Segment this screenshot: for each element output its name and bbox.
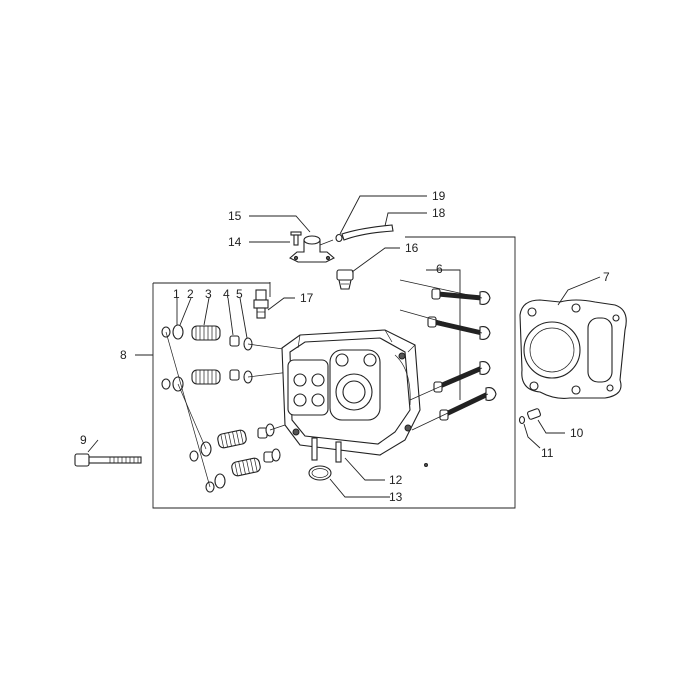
callout-12: 12 [389, 473, 403, 487]
callout-10: 10 [570, 426, 584, 440]
callout-13: 13 [389, 490, 403, 504]
screw-14 [290, 231, 302, 246]
studs [311, 437, 342, 463]
callout-5: 5 [236, 287, 243, 301]
head-gasket-7 [519, 299, 627, 399]
bolt-9 [74, 453, 142, 467]
hose-18 [341, 224, 394, 241]
callout-16: 16 [405, 241, 419, 255]
callout-9: 9 [80, 433, 87, 447]
washers-5 [243, 337, 281, 462]
cylinder-head-assembly-frame [135, 236, 516, 509]
valve-seals-4 [229, 335, 274, 463]
callout-4: 4 [223, 287, 230, 301]
thermostat-housing [289, 235, 335, 263]
o-ring-13 [308, 465, 332, 481]
callout-18: 18 [432, 206, 446, 220]
right-guide-lines [399, 279, 489, 431]
o-ring-19 [335, 233, 343, 243]
spring-retainers-2 [172, 324, 226, 489]
thermostat-16 [336, 269, 354, 290]
callout-7: 7 [603, 270, 610, 284]
o-ring-11 [518, 415, 526, 425]
callout-8: 8 [120, 348, 127, 362]
callout-2: 2 [187, 287, 194, 301]
callout-17: 17 [300, 291, 314, 305]
callout-14: 14 [228, 235, 242, 249]
callout-15: 15 [228, 209, 242, 223]
callout-1: 1 [173, 287, 180, 301]
callout-19: 19 [432, 189, 446, 203]
callout-6: 6 [436, 262, 443, 276]
dowel-pin [424, 463, 428, 467]
callout-labels: 1 2 3 4 5 6 7 8 9 10 11 12 13 14 15 16 1… [80, 189, 610, 504]
cylinder-head [281, 329, 421, 456]
temperature-sensor-17 [253, 289, 269, 319]
valve-springs-3 [191, 325, 261, 477]
valves-6 [427, 288, 497, 421]
callout-3: 3 [205, 287, 212, 301]
leader-lines [87, 195, 601, 498]
dowel-10 [527, 408, 541, 420]
callout-11: 11 [541, 446, 554, 460]
